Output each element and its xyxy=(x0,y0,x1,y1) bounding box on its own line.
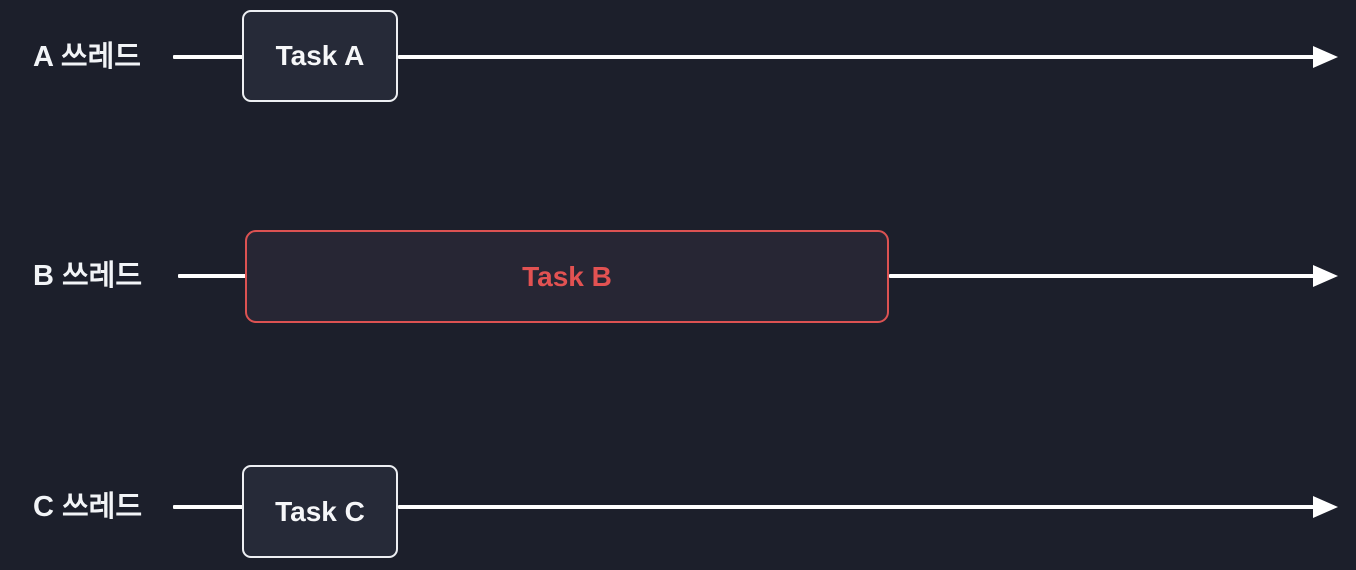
thread-c-arrowhead-icon xyxy=(1313,496,1338,518)
task-a-box: Task A xyxy=(242,10,398,102)
thread-c-label: C 쓰레드 xyxy=(33,491,143,523)
thread-c-timeline-segment-start xyxy=(173,505,243,509)
task-b-label: Task B xyxy=(522,260,612,292)
thread-b-label: B 쓰레드 xyxy=(33,260,143,292)
thread-c-timeline-segment-end xyxy=(398,505,1315,509)
task-b-box: Task B xyxy=(245,230,889,323)
thread-b-timeline-segment-start xyxy=(178,274,246,278)
thread-a-arrowhead-icon xyxy=(1313,46,1338,68)
task-c-box: Task C xyxy=(242,465,398,558)
thread-b-timeline-segment-end xyxy=(889,274,1315,278)
thread-a-timeline-segment-end xyxy=(398,55,1315,59)
thread-b-arrowhead-icon xyxy=(1313,265,1338,287)
task-a-label: Task A xyxy=(275,40,365,71)
thread-a-label: A 쓰레드 xyxy=(33,41,141,73)
task-c-label: Task C xyxy=(275,495,365,527)
thread-a-timeline-segment-start xyxy=(173,55,243,59)
